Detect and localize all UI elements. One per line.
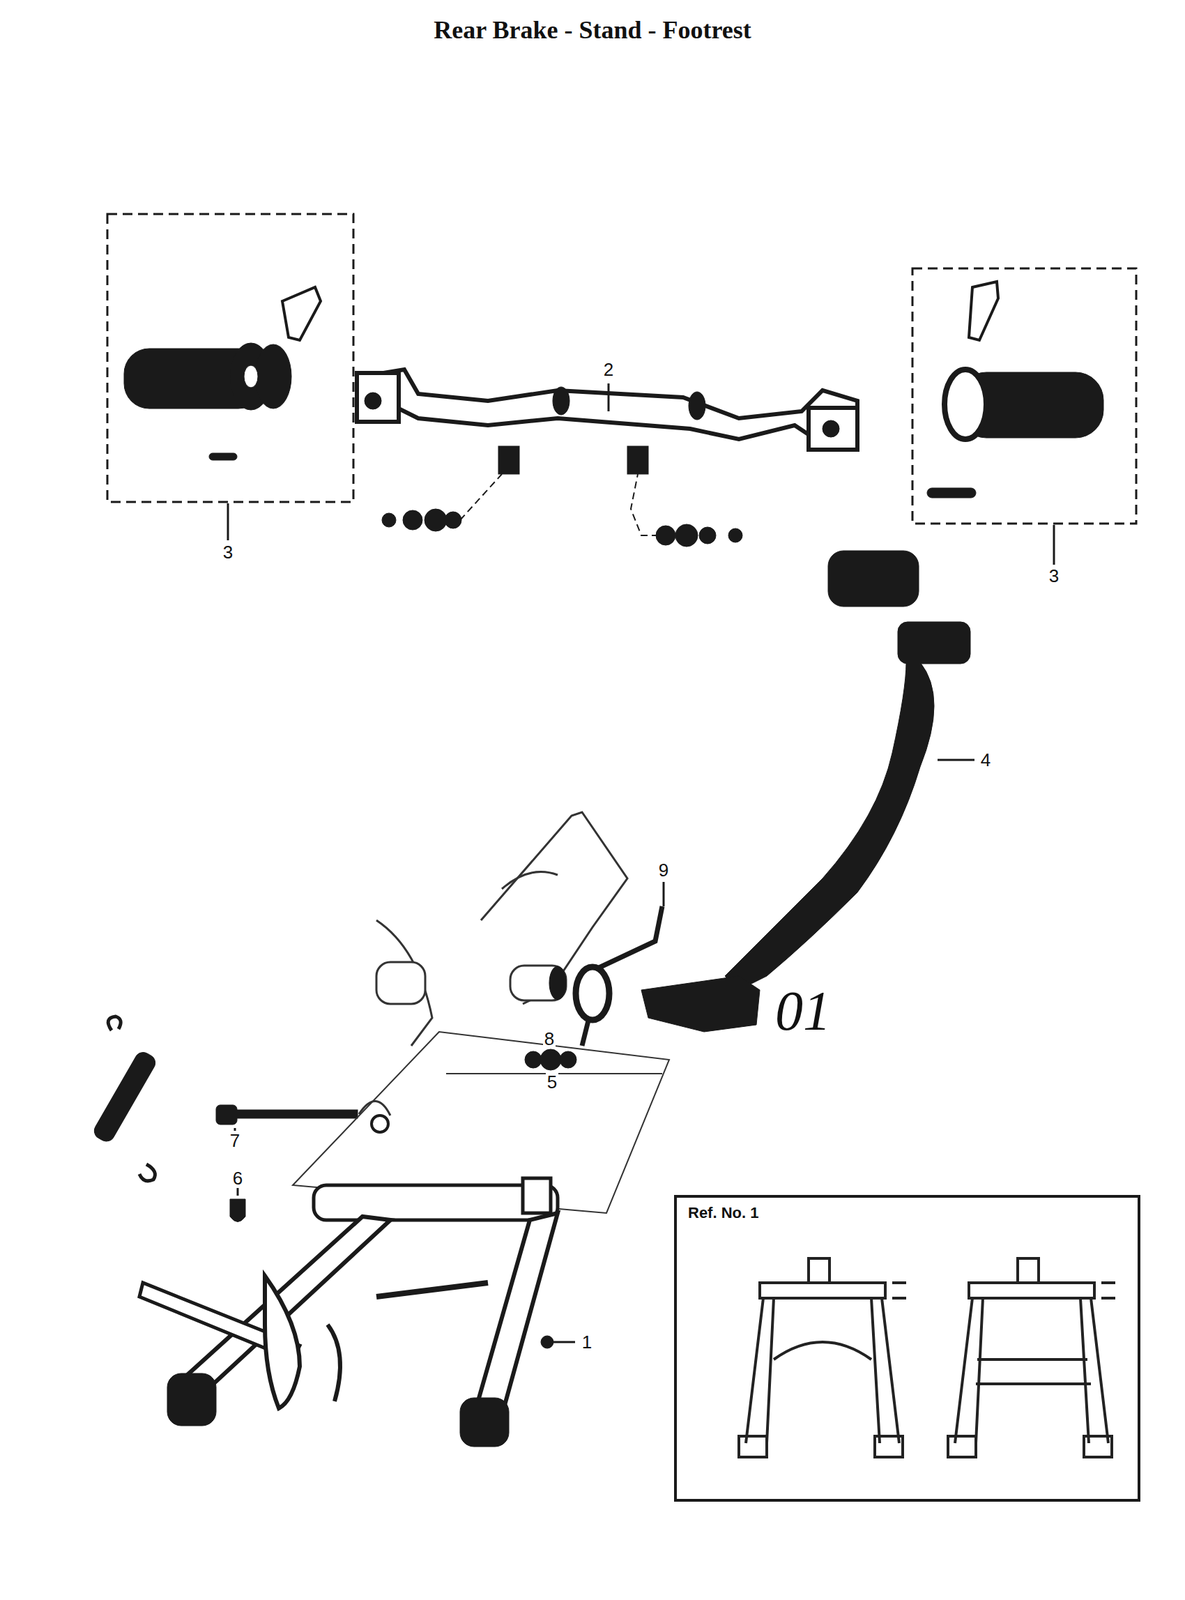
callout-number: 8 (543, 1028, 556, 1049)
page-title: Rear Brake - Stand - Footrest (0, 15, 1185, 45)
callout-number: 4 (979, 750, 992, 770)
callout-number: 1 (580, 1332, 594, 1352)
callout-number: 6 (231, 1168, 244, 1188)
callout-number: 9 (657, 860, 670, 880)
callout-number: 7 (228, 1130, 242, 1151)
inset-heading: Ref. No. 1 (686, 1204, 760, 1222)
callout-number: 3 (221, 542, 235, 562)
callout-number: 5 (545, 1072, 559, 1092)
callout-number: 2 (602, 359, 615, 380)
callout-number: 3 (1047, 566, 1061, 586)
handwritten-number: 01 (773, 982, 833, 1040)
